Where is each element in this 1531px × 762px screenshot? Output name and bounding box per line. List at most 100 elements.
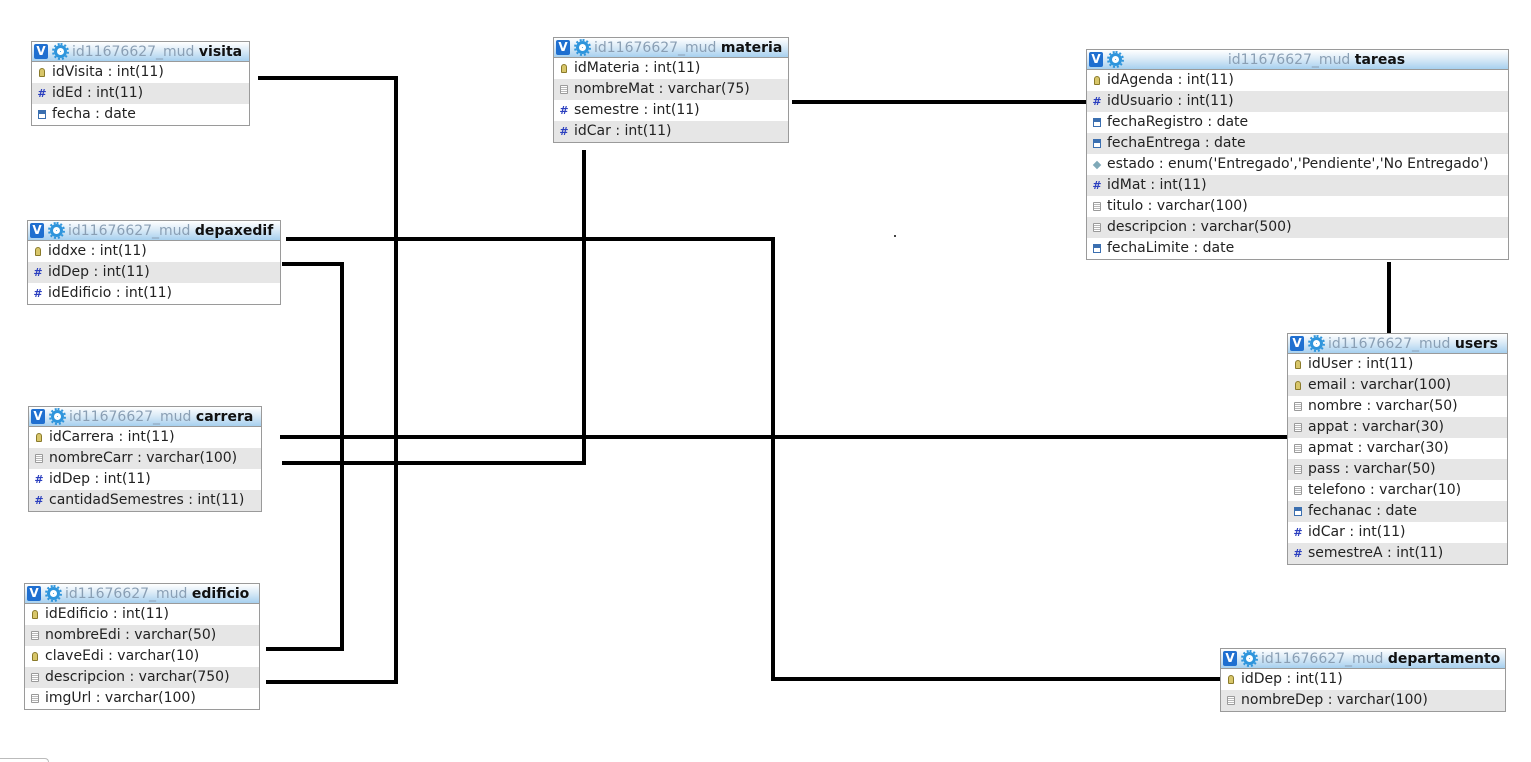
field-row[interactable]: fechaEntrega : date xyxy=(1087,133,1508,154)
text-field-icon xyxy=(1291,402,1305,411)
field-row[interactable]: #idCar : int(11) xyxy=(554,121,788,142)
collapse-toggle-icon[interactable]: V xyxy=(27,586,41,601)
table-name: tareas xyxy=(1354,51,1406,68)
field-row[interactable]: idMateria : int(11) xyxy=(554,58,788,79)
field-row[interactable]: idAgenda : int(11) xyxy=(1087,70,1508,91)
gear-icon[interactable] xyxy=(1308,335,1325,352)
collapse-toggle-icon[interactable]: V xyxy=(1290,336,1304,351)
field-label: telefono : varchar(10) xyxy=(1308,482,1462,498)
field-row[interactable]: #cantidadSemestres : int(11) xyxy=(29,490,261,511)
field-row[interactable]: nombreCarr : varchar(100) xyxy=(29,448,261,469)
field-row[interactable]: fecha : date xyxy=(32,104,249,125)
collapse-toggle-icon[interactable]: V xyxy=(34,44,48,59)
field-label: idCar : int(11) xyxy=(1308,524,1406,540)
field-row[interactable]: descripcion : varchar(750) xyxy=(25,667,259,688)
collapse-toggle-icon[interactable]: V xyxy=(30,223,44,238)
gear-icon[interactable] xyxy=(52,43,69,60)
collapse-toggle-icon[interactable]: V xyxy=(1223,651,1237,666)
relation-line-visita-edificio xyxy=(258,76,398,684)
field-row[interactable]: iddxe : int(11) xyxy=(28,241,280,262)
table-title: id11676627_mud carrera xyxy=(64,409,253,425)
db-prefix: id11676627_mud xyxy=(69,408,192,425)
collapse-toggle-icon[interactable]: V xyxy=(1089,52,1103,67)
field-row[interactable]: email : varchar(100) xyxy=(1288,375,1507,396)
field-row[interactable]: nombreDep : varchar(100) xyxy=(1221,690,1505,711)
field-row[interactable]: titulo : varchar(100) xyxy=(1087,196,1508,217)
field-row[interactable]: nombreEdi : varchar(50) xyxy=(25,625,259,646)
field-row[interactable]: fechaRegistro : date xyxy=(1087,112,1508,133)
text-field-icon xyxy=(32,454,46,463)
collapse-toggle-icon[interactable]: V xyxy=(31,409,45,424)
field-row[interactable]: #idDep : int(11) xyxy=(29,469,261,490)
field-row[interactable]: fechanac : date xyxy=(1288,501,1507,522)
table-title: id11676627_mud users xyxy=(1323,336,1498,352)
field-label: idEdificio : int(11) xyxy=(48,285,172,301)
field-row[interactable]: nombreMat : varchar(75) xyxy=(554,79,788,100)
field-label: idDep : int(11) xyxy=(1241,671,1343,687)
field-row[interactable]: estado : enum('Entregado','Pendiente','N… xyxy=(1087,154,1508,175)
primary-key-icon xyxy=(1291,360,1305,369)
field-row[interactable]: nombre : varchar(50) xyxy=(1288,396,1507,417)
gear-icon[interactable] xyxy=(48,222,65,239)
field-row[interactable]: idCarrera : int(11) xyxy=(29,427,261,448)
field-row[interactable]: #idDep : int(11) xyxy=(28,262,280,283)
date-field-icon xyxy=(1090,244,1104,253)
db-prefix: id11676627_mud xyxy=(1227,51,1351,68)
field-row[interactable]: #idUsuario : int(11) xyxy=(1087,91,1508,112)
field-row[interactable]: appat : varchar(30) xyxy=(1288,417,1507,438)
gear-icon[interactable] xyxy=(45,585,62,602)
field-row[interactable]: idVisita : int(11) xyxy=(32,62,249,83)
db-prefix: id11676627_mud xyxy=(1328,335,1451,352)
field-row[interactable]: idUser : int(11) xyxy=(1288,354,1507,375)
field-row[interactable]: descripcion : varchar(500) xyxy=(1087,217,1508,238)
field-label: descripcion : varchar(750) xyxy=(45,669,230,685)
gear-icon[interactable] xyxy=(49,408,66,425)
field-row[interactable]: apmat : varchar(30) xyxy=(1288,438,1507,459)
primary-key-icon xyxy=(28,652,42,661)
field-row[interactable]: idEdificio : int(11) xyxy=(25,604,259,625)
field-row[interactable]: #idMat : int(11) xyxy=(1087,175,1508,196)
field-label: appat : varchar(30) xyxy=(1308,419,1444,435)
gear-icon[interactable] xyxy=(1107,51,1124,68)
field-row[interactable]: #idCar : int(11) xyxy=(1288,522,1507,543)
field-row[interactable]: claveEdi : varchar(10) xyxy=(25,646,259,667)
field-row[interactable]: #semestreA : int(11) xyxy=(1288,543,1507,564)
numeric-field-icon: # xyxy=(33,266,43,279)
numeric-field-icon: # xyxy=(1092,179,1102,192)
field-label: idMateria : int(11) xyxy=(574,60,701,76)
field-row[interactable]: telefono : varchar(10) xyxy=(1288,480,1507,501)
field-row[interactable]: idDep : int(11) xyxy=(1221,669,1505,690)
field-row[interactable]: #idEdificio : int(11) xyxy=(28,283,280,304)
text-field-icon xyxy=(557,85,571,94)
relation-line-depaxedif-departamento xyxy=(286,237,1222,681)
field-row[interactable]: imgUrl : varchar(100) xyxy=(25,688,259,709)
field-label: pass : varchar(50) xyxy=(1308,461,1436,477)
field-label: fechaLimite : date xyxy=(1107,240,1235,256)
numeric-field-icon: # xyxy=(559,104,569,117)
field-row[interactable]: fechaLimite : date xyxy=(1087,238,1508,259)
field-row[interactable]: pass : varchar(50) xyxy=(1288,459,1507,480)
collapse-toggle-icon[interactable]: V xyxy=(556,40,570,55)
gear-icon[interactable] xyxy=(574,39,591,56)
field-label: idAgenda : int(11) xyxy=(1107,72,1234,88)
gear-icon[interactable] xyxy=(1241,650,1258,667)
field-row[interactable]: #idEd : int(11) xyxy=(32,83,249,104)
field-row[interactable]: #semestre : int(11) xyxy=(554,100,788,121)
primary-key-icon xyxy=(1090,76,1104,85)
